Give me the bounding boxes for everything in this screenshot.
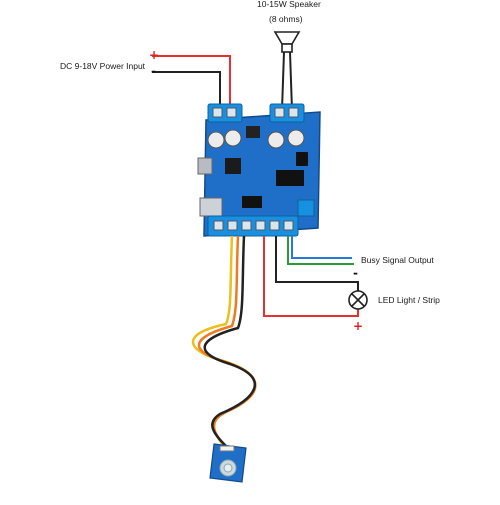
power-wires [152, 55, 231, 108]
speaker-terminal [269, 103, 305, 123]
ic-chips [225, 126, 308, 208]
busy-signal-label: Busy Signal Output [361, 255, 434, 265]
power-terminal [207, 103, 243, 123]
led-wires [263, 236, 359, 317]
sensor-cable [191, 235, 257, 449]
speaker-impedance-label: (8 ohms) [269, 14, 303, 24]
io-terminal-block [207, 215, 299, 237]
sd-card-slot [199, 197, 223, 217]
power-minus-sign: - [151, 64, 156, 78]
sensor-wire-yellow [191, 235, 257, 447]
led-minus-sign: - [353, 266, 358, 280]
audio-module-board [197, 103, 321, 237]
busy-green-wire [287, 236, 354, 265]
power-negative-wire [152, 71, 221, 108]
power-plus-sign: + [149, 48, 160, 62]
potentiometer [297, 199, 315, 217]
power-input-label: DC 9-18V Power Input [60, 61, 146, 71]
led-plus-sign: + [353, 319, 364, 333]
touch-sensor-icon [209, 443, 247, 483]
lamp-icon [348, 290, 368, 310]
speaker-title-label: 10-15W Speaker [257, 0, 321, 9]
power-positive-wire [152, 55, 231, 108]
usb-port [197, 157, 213, 175]
sensor-wire-black [203, 235, 256, 449]
led-label: LED Light / Strip [378, 295, 440, 305]
busy-signal-wires [287, 236, 354, 265]
busy-blue-wire [291, 236, 352, 259]
capacitors [207, 129, 305, 149]
led-negative-wire [275, 236, 359, 291]
speaker-icon [273, 31, 301, 111]
led-positive-wire [263, 236, 359, 317]
